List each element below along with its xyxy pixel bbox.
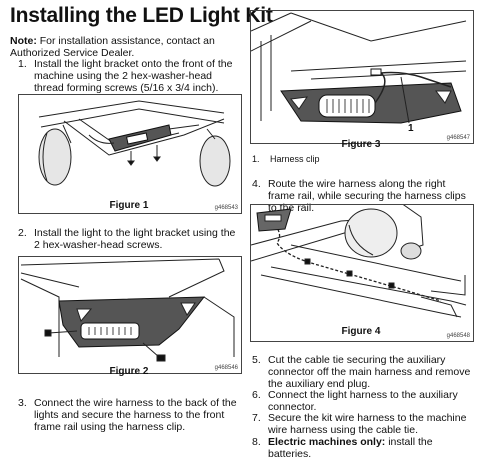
step-text: Connect the light harness to the auxilia… [268, 389, 458, 413]
note-label: Note: [10, 35, 37, 47]
page-title: Installing the LED Light Kit [10, 4, 273, 27]
step-text: Connect the wire harness to the back of … [34, 397, 237, 433]
step-bold-text: Electric machines only: [268, 436, 386, 448]
figure-1: g468543 [18, 94, 242, 214]
figure-3: 1 g468547 [250, 10, 474, 144]
figure-4-illustration [250, 202, 467, 318]
step-4: 4. Route the wire harness along the righ… [252, 178, 474, 214]
figure-part-number: g468548 [446, 333, 470, 339]
step-number: 6. [252, 389, 261, 401]
step-7: 7. Secure the kit wire harness to the ma… [252, 412, 474, 438]
legend-number: 1. [252, 154, 260, 164]
figure-4: g468548 [250, 202, 474, 342]
step-text: Secure the kit wire harness to the machi… [268, 412, 467, 436]
figure-2: g468546 [18, 256, 242, 374]
step-text: Route the wire harness along the right f… [268, 178, 466, 214]
figure-2-illustration [20, 258, 235, 362]
figure-2-caption: Figure 2 [109, 366, 149, 377]
figure-1-caption: Figure 1 [109, 200, 149, 211]
figure-part-number: g468543 [214, 205, 238, 211]
note: Note: For installation assistance, conta… [10, 35, 240, 59]
figure-3-legend: 1. Harness clip [252, 154, 452, 164]
step-text-wrap: Electric machines only: install the batt… [268, 436, 474, 460]
figure-3-caption: Figure 3 [341, 139, 381, 150]
step-8: 8. Electric machines only: install the b… [252, 436, 474, 460]
step-number: 8. [252, 436, 261, 448]
figure-part-number: g468547 [446, 135, 470, 141]
step-number: 4. [252, 178, 261, 190]
figure-4-caption: Figure 4 [341, 326, 381, 337]
step-1: 1. Install the light bracket onto the fr… [18, 58, 240, 98]
figure-part-number: g468546 [214, 365, 238, 371]
step-number: 5. [252, 354, 261, 366]
step-number: 2. [18, 227, 27, 239]
step-2: 2. Install the light to the light bracke… [18, 227, 240, 253]
step-5: 5. Cut the cable tie securing the auxili… [252, 354, 474, 390]
step-6: 6. Connect the light harness to the auxi… [252, 389, 474, 415]
step-text: Cut the cable tie securing the auxiliary… [268, 354, 471, 390]
figure-3-illustration [250, 12, 467, 124]
legend-text: Harness clip [270, 154, 320, 164]
step-3: 3. Connect the wire harness to the back … [18, 397, 240, 437]
step-text: Install the light to the light bracket u… [34, 227, 236, 251]
step-number: 1. [18, 58, 27, 70]
figure-1-illustration [38, 100, 231, 187]
step-number: 7. [252, 412, 261, 424]
note-text: For installation assistance, contact an … [10, 35, 215, 59]
step-number: 3. [18, 397, 27, 409]
step-text: Install the light bracket onto the front… [34, 58, 233, 94]
step-text: install the batteries. [268, 436, 433, 460]
callout-number: 1 [408, 123, 414, 134]
